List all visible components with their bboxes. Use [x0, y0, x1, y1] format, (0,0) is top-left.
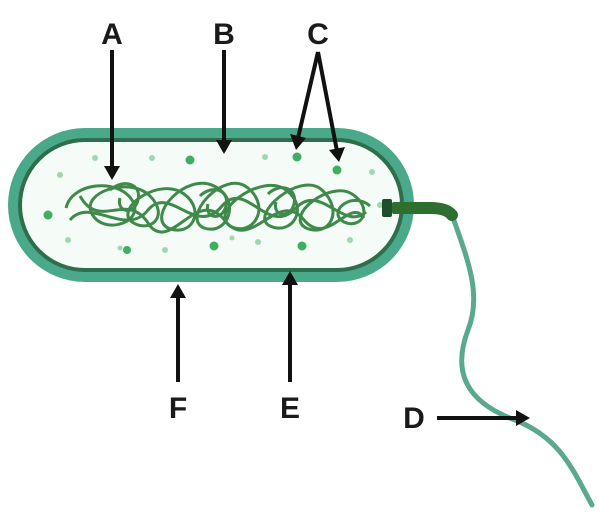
label-c: C — [307, 18, 329, 51]
nucleoid-dna — [64, 181, 371, 234]
label-a: A — [101, 18, 123, 51]
arrow-b — [216, 50, 232, 154]
arrow-f — [170, 284, 186, 382]
arrow-c — [290, 51, 345, 162]
ribosomes — [43, 152, 342, 254]
arrow-e — [282, 271, 298, 382]
arrow-a — [104, 50, 120, 180]
flagellum-hook — [382, 199, 458, 221]
label-d: D — [403, 402, 425, 435]
label-f: F — [169, 392, 187, 425]
label-e: E — [280, 392, 300, 425]
arrow-d — [437, 410, 530, 426]
flagellum — [449, 212, 595, 508]
cytoplasm-particles — [57, 154, 383, 253]
label-b: B — [213, 18, 235, 51]
